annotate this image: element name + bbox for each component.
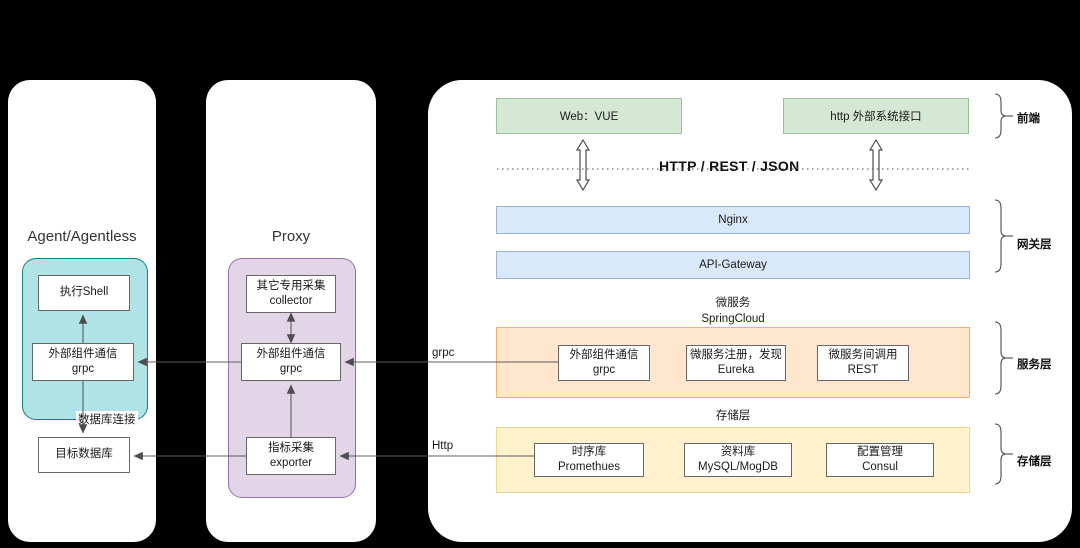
node-line1: 资料库 bbox=[720, 445, 756, 458]
node-line1: 微服务注册，发现 bbox=[690, 348, 782, 361]
node-line1: 目标数据库 bbox=[55, 448, 113, 461]
service-layer-caption: 微服务 SpringCloud bbox=[496, 296, 970, 327]
node-service-registry-eureka[interactable]: 微服务注册，发现 Eureka bbox=[686, 345, 786, 381]
node-line1: 外部组件通信 bbox=[256, 347, 326, 360]
frontend-box-web-label: Web：VUE bbox=[559, 111, 619, 123]
node-other-collector[interactable]: 其它专用采集 collector bbox=[246, 275, 336, 313]
node-metrics-exporter[interactable]: 指标采集 exporter bbox=[246, 437, 336, 475]
protocol-divider-label: HTTP / REST / JSON bbox=[659, 158, 800, 174]
node-line2: REST bbox=[847, 364, 879, 376]
node-line1: 微服务间调用 bbox=[828, 348, 898, 361]
layer-label-service: 服务层 bbox=[1017, 359, 1052, 371]
layer-label-frontend: 前端 bbox=[1017, 113, 1040, 125]
node-timeseries-prometheus[interactable]: 时序库 Promethues bbox=[534, 443, 644, 477]
service-caption-line2: SpringCloud bbox=[701, 312, 765, 325]
node-line1: 其它专用采集 bbox=[256, 279, 326, 292]
node-service-grpc[interactable]: 外部组件通信 grpc bbox=[558, 345, 650, 381]
frontend-box-web[interactable]: Web：VUE bbox=[496, 98, 682, 134]
node-line1: 配置管理 bbox=[857, 445, 903, 458]
service-caption-line1: 微服务 bbox=[715, 297, 751, 309]
node-service-invoke-rest[interactable]: 微服务间调用 REST bbox=[817, 345, 909, 381]
node-line2: Promethues bbox=[557, 461, 620, 473]
edge-label-grpc: grpc bbox=[430, 347, 457, 359]
frontend-box-http-api[interactable]: http 外部系统接口 bbox=[783, 98, 969, 134]
node-line2: MySQL/MogDB bbox=[698, 461, 778, 473]
node-target-database[interactable]: 目标数据库 bbox=[38, 437, 130, 473]
node-proxy-grpc[interactable]: 外部组件通信 grpc bbox=[241, 343, 341, 381]
node-config-consul[interactable]: 配置管理 Consul bbox=[826, 443, 934, 477]
node-line2: Eureka bbox=[717, 364, 755, 376]
gateway-box-api-gateway-label: API-Gateway bbox=[699, 259, 767, 271]
node-database-mysql-mogdb[interactable]: 资料库 MySQL/MogDB bbox=[684, 443, 792, 477]
node-line2: Consul bbox=[862, 461, 898, 473]
node-line1: 指标采集 bbox=[268, 441, 314, 454]
gateway-box-api-gateway[interactable]: API-Gateway bbox=[496, 251, 970, 279]
node-agent-grpc[interactable]: 外部组件通信 grpc bbox=[32, 343, 134, 381]
agent-panel-title: Agent/Agentless bbox=[27, 228, 137, 245]
layer-label-gateway: 网关层 bbox=[1017, 239, 1052, 251]
storage-caption-line1: 存储层 bbox=[715, 410, 751, 422]
storage-layer-caption: 存储层 bbox=[496, 409, 970, 425]
node-line2: grpc bbox=[71, 363, 95, 375]
node-line1: 外部组件通信 bbox=[48, 347, 118, 360]
node-line2: grpc bbox=[592, 364, 616, 376]
layer-label-storage: 存储层 bbox=[1017, 456, 1052, 468]
node-execute-shell[interactable]: 执行Shell bbox=[38, 275, 130, 311]
gateway-box-nginx[interactable]: Nginx bbox=[496, 206, 970, 234]
node-line1: 执行Shell bbox=[59, 286, 109, 299]
node-line2: grpc bbox=[279, 363, 303, 375]
frontend-box-http-api-label: http 外部系统接口 bbox=[830, 111, 922, 123]
edge-label-db-connection: 数据库连接 bbox=[76, 411, 138, 427]
proxy-panel-title: Proxy bbox=[271, 228, 311, 245]
node-line2: collector bbox=[269, 295, 313, 307]
node-line1: 时序库 bbox=[571, 445, 607, 458]
node-line1: 外部组件通信 bbox=[569, 348, 639, 361]
node-line2: exporter bbox=[269, 457, 313, 469]
gateway-box-nginx-label: Nginx bbox=[718, 214, 748, 226]
edge-label-http: Http bbox=[430, 440, 456, 452]
